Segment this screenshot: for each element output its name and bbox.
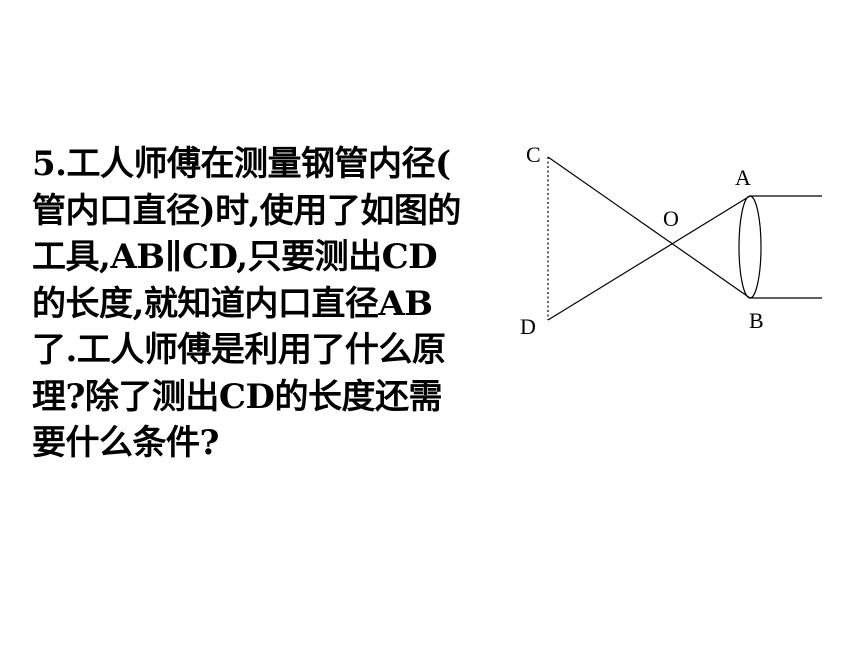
label-d: D [520, 314, 536, 339]
label-o: O [663, 206, 679, 231]
problem-line-6: 理?除了测出CD的长度还需 [32, 376, 442, 417]
label-c: C [526, 142, 541, 167]
line-c-to-b [547, 156, 751, 299]
problem-line-1: 5.工人师傅在测量钢管内径( [32, 144, 451, 184]
problem-text: 5.工人师傅在测量钢管内径( 管内口直径)时,使用了如图的 工具,AB∥CD,只… [32, 141, 522, 467]
geometry-diagram: C A O D B [520, 142, 822, 339]
problem-line-7: 要什么条件? [32, 423, 219, 463]
label-b: B [749, 308, 764, 333]
problem-line-2: 管内口直径)时,使用了如图的 [32, 190, 461, 231]
problem-line-4: 的长度,就知道内口直径AB [32, 283, 433, 324]
label-a: A [735, 165, 751, 190]
pipe-opening [738, 195, 762, 299]
problem-line-3: 工具,AB∥CD,只要测出CD [32, 237, 438, 277]
line-d-to-a [547, 195, 751, 321]
problem-line-5: 了.工人师傅是利用了什么原 [32, 330, 446, 370]
